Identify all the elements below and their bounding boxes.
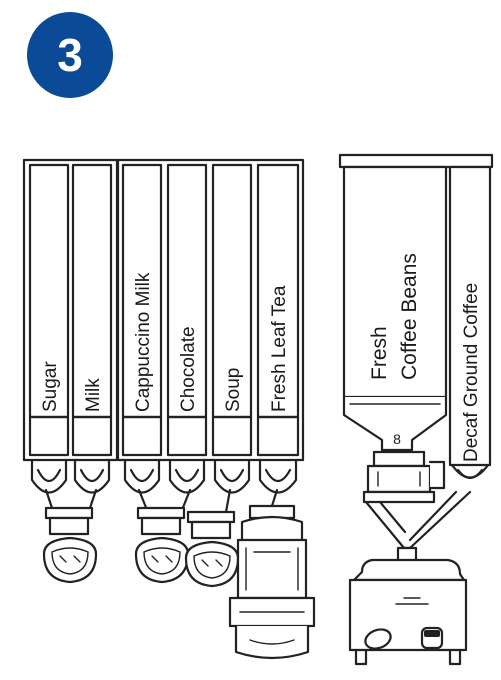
canister-cappuccino-milk: Cappuccino Milk bbox=[121, 163, 163, 457]
outlet-milk bbox=[73, 458, 111, 510]
outlet-cappuccino-milk bbox=[123, 458, 161, 512]
canister-group-right bbox=[116, 158, 305, 462]
bean-hopper-body bbox=[342, 165, 448, 399]
canister-label-sugar: Sugar bbox=[40, 361, 61, 412]
canister-fresh-leaf-tea: Fresh Leaf Tea bbox=[256, 163, 300, 457]
decaf-hopper: Decaf Ground Coffee bbox=[448, 165, 492, 480]
coffee-funnel bbox=[364, 490, 472, 564]
canister-chocolate: Chocolate bbox=[166, 163, 208, 457]
bean-hopper-mark: 8 bbox=[393, 431, 401, 447]
canister-label-milk: Milk bbox=[83, 378, 104, 412]
whipper-center bbox=[134, 506, 190, 584]
bean-hopper-label-line2: Coffee Beans bbox=[398, 253, 421, 380]
canister-soup: Soup bbox=[211, 163, 253, 457]
canister-label-chocolate: Chocolate bbox=[178, 326, 199, 412]
tea-brewer bbox=[228, 504, 316, 660]
whipper-left bbox=[42, 506, 98, 584]
bean-hopper: Fresh Coffee Beans 8 bbox=[338, 153, 494, 452]
outlet-chocolate bbox=[168, 458, 206, 512]
espresso-brewer bbox=[348, 558, 468, 666]
grinder bbox=[362, 450, 446, 504]
mixing-whippers bbox=[42, 506, 240, 588]
step-badge: 3 bbox=[27, 12, 113, 98]
canister-label-cappuccino-milk: Cappuccino Milk bbox=[133, 272, 154, 412]
decaf-hopper-label: Decaf Ground Coffee bbox=[461, 283, 482, 462]
outlet-soup bbox=[213, 458, 251, 514]
bean-hopper-label-line1: Fresh bbox=[368, 326, 391, 380]
step-number: 3 bbox=[57, 29, 83, 81]
decaf-hopper-body bbox=[448, 165, 492, 467]
ingredient-canisters: Sugar Milk Cappuccino Milk Chocolate Sou… bbox=[22, 158, 305, 462]
outlet-sugar bbox=[30, 458, 68, 510]
hopper-lid bbox=[338, 153, 494, 169]
canister-milk: Milk bbox=[71, 163, 113, 457]
canister-sugar: Sugar bbox=[28, 163, 70, 457]
canister-outlets bbox=[30, 458, 298, 514]
canister-label-soup: Soup bbox=[223, 368, 244, 412]
canister-label-fresh-leaf-tea: Fresh Leaf Tea bbox=[269, 285, 290, 412]
step-badge-circle bbox=[27, 12, 113, 98]
canister-group-left bbox=[22, 158, 119, 462]
whipper-right bbox=[184, 510, 240, 588]
outlet-fresh-leaf-tea bbox=[258, 458, 298, 508]
